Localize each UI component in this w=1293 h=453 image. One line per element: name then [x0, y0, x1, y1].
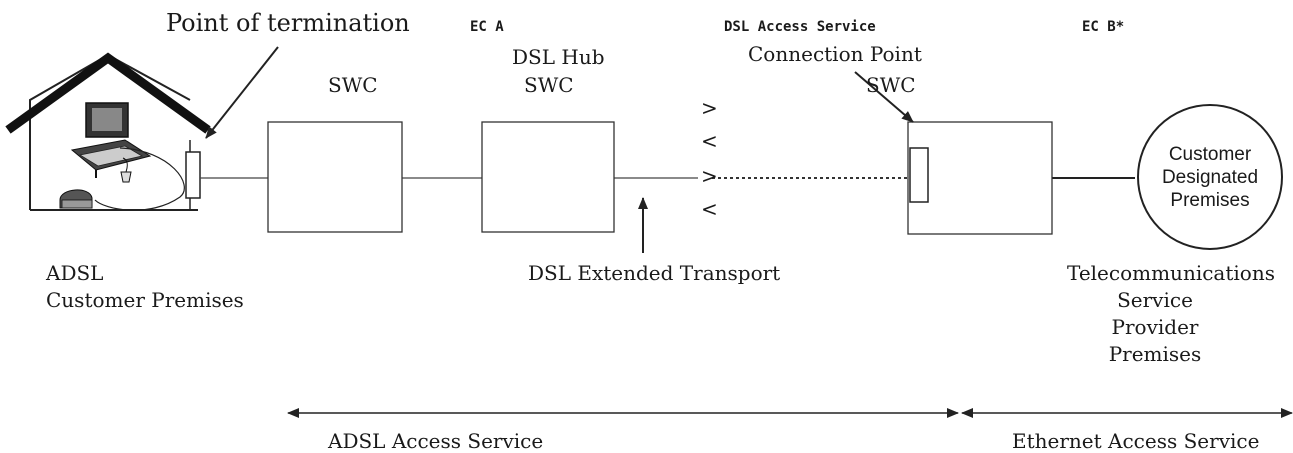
gt-symbol-2: >: [701, 165, 718, 187]
connection-point-label: Connection Point: [748, 43, 922, 65]
gt-symbol-1: >: [701, 97, 718, 119]
ethernet-access-service-label: Ethernet Access Service: [1012, 430, 1259, 452]
swc-box-1: [268, 122, 402, 232]
cdp-label-line3: Premises: [1150, 189, 1270, 212]
connection-port: [910, 148, 928, 202]
adsl-access-service-label: ADSL Access Service: [328, 430, 543, 452]
ec-b-label: EC B*: [1082, 16, 1124, 38]
termination-box: [186, 152, 200, 198]
dsl-hub-label: DSL Hub: [512, 46, 605, 68]
dsl-access-service-label: DSL Access Service: [724, 16, 876, 38]
phone-icon: [60, 190, 92, 208]
tsp-label-line4: Premises: [1055, 343, 1255, 365]
adsl-label: ADSL: [46, 262, 103, 284]
point-of-termination-label: Point of termination: [166, 10, 410, 36]
cdp-label-line1: Customer: [1150, 143, 1270, 166]
cdp-label-line2: Designated: [1150, 166, 1270, 189]
dsl-extended-transport-label: DSL Extended Transport: [528, 262, 780, 284]
lt-symbol-1: <: [701, 130, 718, 152]
computer-icon: [72, 103, 150, 182]
customer-premises-label: Customer Premises: [46, 289, 244, 311]
swc-box-3: [908, 122, 1052, 234]
tsp-label-line3: Provider: [1055, 316, 1255, 338]
tsp-label-line1: Telecommunications: [1055, 262, 1287, 284]
swc-label-2: SWC: [524, 74, 574, 96]
tsp-label-line2: Service: [1055, 289, 1255, 311]
termination-pointer-arrow: [206, 47, 278, 138]
swc-label-1: SWC: [328, 74, 378, 96]
swc-box-2: [482, 122, 614, 232]
ec-a-label: EC A: [470, 16, 504, 38]
swc-label-3: SWC: [866, 74, 916, 96]
lt-symbol-2: <: [701, 198, 718, 220]
